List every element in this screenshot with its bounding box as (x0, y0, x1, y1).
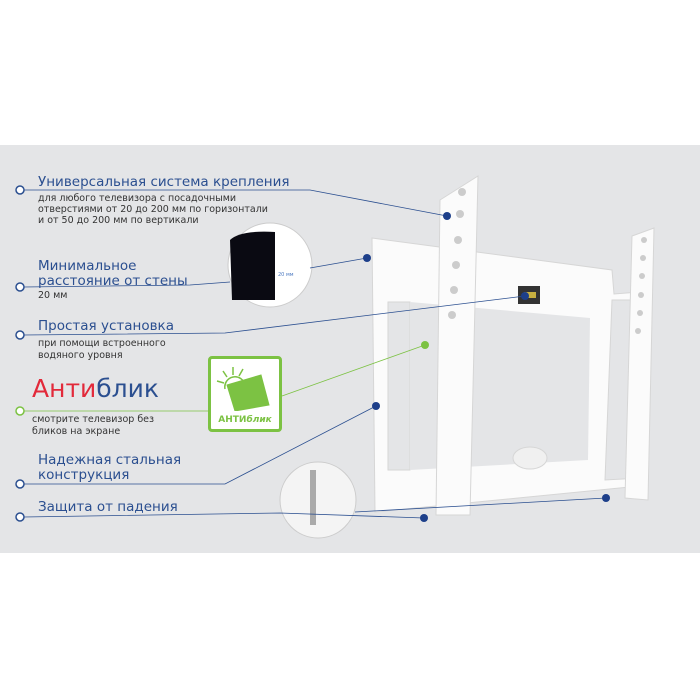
feature-universal-desc-2: отверстиями от 20 до 200 мм по горизонта… (38, 204, 268, 215)
sun-screen-icon (216, 367, 270, 411)
feature-antiglare-title: Антиблик (32, 374, 160, 403)
feature-steel-title-1: Надежная стальная (38, 452, 182, 468)
feature-distance-title-1: Минимальное (38, 258, 137, 274)
feature-distance-desc: 20 мм (38, 290, 68, 301)
anti-fall-detail (279, 461, 357, 539)
feature-antiglare-desc-2: бликов на экране (32, 426, 121, 437)
feature-steel-title-2: конструкция (38, 467, 130, 483)
tv-mount-image (371, 175, 655, 516)
feature-distance-title-2: расстояние от стены (38, 273, 188, 289)
feature-install-desc-2: водяного уровня (38, 350, 123, 361)
feature-install-desc-1: при помощи встроенного (38, 338, 166, 349)
bullet-circle-icons (15, 185, 25, 522)
antiglare-badge: АНТИблик (208, 356, 282, 432)
feature-universal-desc-1: для любого телевизора с посадочными (38, 193, 237, 204)
feature-universal-title: Универсальная система крепления (38, 174, 290, 190)
feature-universal-desc-3: и от 50 до 200 мм по вертикали (38, 215, 199, 226)
feature-antiglare-desc-1: смотрите телевизор без (32, 414, 155, 425)
wall-gap-label: 20 мм (278, 272, 294, 278)
feature-install-title: Простая установка (38, 318, 174, 334)
feature-fall-protection-title: Защита от падения (38, 499, 178, 515)
